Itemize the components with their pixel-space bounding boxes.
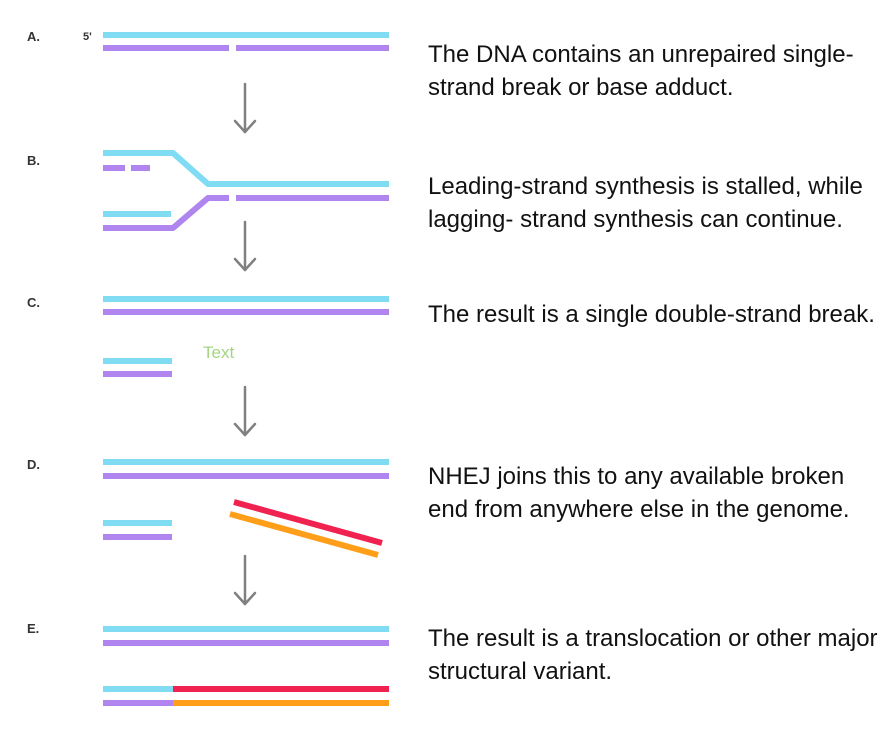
step-d-other-fragment-top bbox=[233, 499, 383, 546]
step-b-dna bbox=[103, 150, 389, 231]
step-d-description: NHEJ joins this to any available broken … bbox=[428, 463, 850, 523]
step-a-letter: A. bbox=[27, 29, 40, 44]
step-b-letter: B. bbox=[27, 153, 40, 168]
step-e-description: The result is a translocation or other m… bbox=[428, 625, 878, 685]
arrow-c-to-d bbox=[233, 385, 257, 437]
step-e-dna bbox=[103, 626, 389, 706]
step-a-description: The DNA contains an unrepaired single-st… bbox=[428, 41, 854, 101]
arrow-a-to-b bbox=[233, 82, 257, 134]
arrow-d-to-e bbox=[233, 554, 257, 606]
step-c-dna bbox=[103, 296, 389, 377]
step-a-dna bbox=[103, 32, 389, 51]
step-b-parental-top-strand bbox=[103, 150, 389, 187]
step-e-letter: E. bbox=[27, 621, 39, 636]
step-d-other-fragment-bottom bbox=[229, 511, 379, 558]
step-d-letter: D. bbox=[27, 457, 40, 472]
placeholder-text: Text bbox=[203, 343, 234, 362]
step-d-dna bbox=[103, 459, 389, 558]
step-b-parental-bottom-strand bbox=[103, 195, 229, 231]
five-prime-label: 5' bbox=[83, 31, 92, 43]
step-c-letter: C. bbox=[27, 295, 40, 310]
step-c-description: The result is a single double-strand bre… bbox=[428, 301, 875, 328]
arrow-b-to-c bbox=[233, 220, 257, 272]
step-b-description: Leading-strand synthesis is stalled, whi… bbox=[428, 173, 863, 233]
